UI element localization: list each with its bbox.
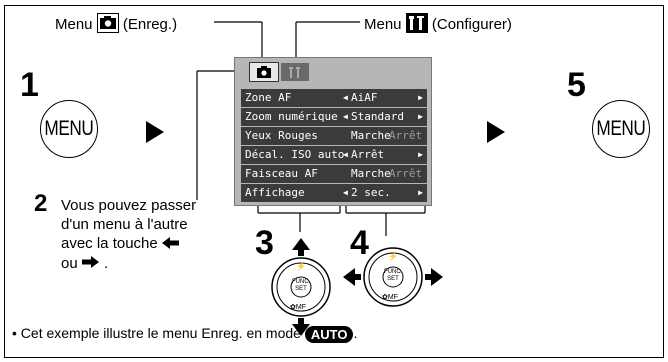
setup-tools-icon bbox=[289, 67, 300, 78]
left-arrow-icon: ◀ bbox=[343, 93, 348, 102]
step2-description: Vous pouvez passer d'un menu à l'autre a… bbox=[61, 197, 197, 273]
camera-icon bbox=[257, 66, 271, 78]
left-arrow-icon: ◀ bbox=[343, 112, 348, 121]
right-arrow-icon: ▶ bbox=[418, 93, 423, 102]
right-arrow-icon: ▶ bbox=[418, 188, 423, 197]
menu-setup-label: Menu (Configurer) bbox=[364, 13, 512, 37]
auto-mode-badge: AUTO bbox=[304, 325, 354, 343]
menu-button-right[interactable]: MENU bbox=[592, 100, 650, 158]
right-arrow-icon: ▶ bbox=[418, 150, 423, 159]
arrow-right-icon bbox=[487, 121, 505, 143]
tab-rec[interactable] bbox=[249, 62, 279, 82]
camera-icon bbox=[96, 13, 119, 37]
step-number-4: 4 bbox=[350, 224, 369, 262]
step-number-3: 3 bbox=[255, 224, 274, 262]
right-arrow-icon: ▶ bbox=[418, 112, 423, 121]
menu-row-iso[interactable]: Décal. ISO auto ◀ Arrêt ▶ bbox=[241, 146, 427, 164]
tab-setup[interactable] bbox=[281, 63, 309, 81]
menu-row-red-eye[interactable]: Yeux Rouges Marche Arrêt bbox=[241, 127, 427, 145]
menu-row-zoom[interactable]: Zoom numérique ◀ Standard ▶ bbox=[241, 108, 427, 126]
step-number-5: 5 bbox=[567, 66, 586, 104]
macro-mf-icon: ✿MF bbox=[382, 294, 398, 301]
flash-icon: ⚡ bbox=[296, 262, 306, 271]
arrow-right-icon bbox=[81, 254, 100, 273]
menu-rec-label: Menu (Enreg.) bbox=[55, 13, 177, 37]
menu-row-af-beam[interactable]: Faisceau AF Marche Arrêt bbox=[241, 165, 427, 183]
menu-row-display[interactable]: Affichage ◀ 2 sec. ▶ bbox=[241, 184, 427, 202]
flash-icon: ⚡ bbox=[388, 252, 398, 261]
camera-lcd-screen: Zone AF ◀ AiAF ▶ Zoom numérique ◀ Standa… bbox=[234, 57, 432, 206]
setup-tools-icon bbox=[405, 13, 428, 37]
menu-button-left[interactable]: MENU bbox=[40, 100, 98, 158]
func-set-button[interactable]: FUNC.SET bbox=[384, 269, 403, 282]
menu-tabs bbox=[249, 62, 345, 82]
left-arrow-icon: ◀ bbox=[343, 188, 348, 197]
control-dial-up-down[interactable]: FUNC.SET ⚡ ✿MF bbox=[265, 238, 337, 341]
step-number-1: 1 bbox=[20, 66, 39, 104]
arrow-right-icon bbox=[146, 121, 164, 143]
control-dial-left-right[interactable]: FUNC.SET ⚡ ✿MF bbox=[343, 242, 443, 317]
menu-row-zone-af[interactable]: Zone AF ◀ AiAF ▶ bbox=[241, 89, 427, 107]
macro-mf-icon: ✿MF bbox=[290, 304, 306, 311]
left-arrow-icon: ◀ bbox=[343, 150, 348, 159]
func-set-button[interactable]: FUNC.SET bbox=[292, 279, 311, 292]
footer-note: • Cet exemple illustre le menu Enreg. en… bbox=[12, 325, 358, 343]
arrow-left-icon bbox=[161, 235, 180, 254]
step-number-2: 2 bbox=[34, 190, 48, 217]
